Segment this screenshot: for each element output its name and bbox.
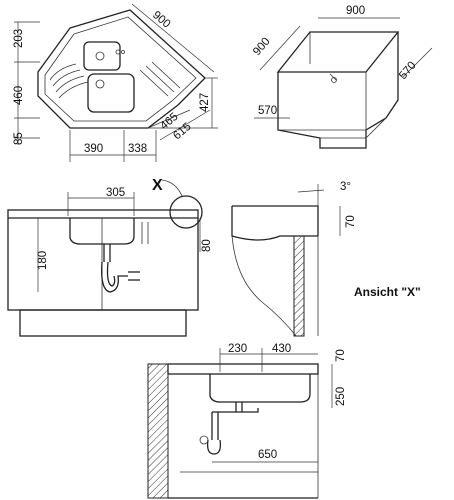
dim-front-180: 180 — [37, 251, 49, 270]
dim-side-250: 250 — [335, 387, 347, 406]
detail-marker-x: X — [152, 177, 163, 194]
dim-top-338: 338 — [128, 143, 147, 155]
dim-top-203: 203 — [13, 29, 25, 48]
dim-top-900: 900 — [150, 9, 172, 31]
dim-side-430: 430 — [272, 343, 291, 355]
detail-view-x: 3° 70 Ansicht "X" — [231, 181, 421, 337]
dim-angle-3deg: 3° — [340, 181, 351, 193]
dim-cab-900-left: 900 — [251, 36, 273, 58]
dim-cab-570-bottom: 570 — [258, 105, 277, 117]
front-view-cabinet: X 305 180 80 — [7, 177, 213, 337]
dim-top-85: 85 — [13, 132, 25, 145]
dim-front-305: 305 — [106, 187, 125, 199]
top-view-sink-plan: 203 900 460 85 427 465 615 390 338 — [13, 3, 218, 162]
dim-side-650: 650 — [258, 449, 277, 461]
dim-top-460: 460 — [13, 86, 25, 105]
dim-side-230: 230 — [228, 343, 247, 355]
detail-view-title: Ansicht "X" — [354, 285, 421, 299]
dim-top-427: 427 — [199, 93, 211, 112]
dim-front-80: 80 — [201, 239, 213, 252]
side-view-installation: 230 430 70 250 650 — [147, 343, 347, 499]
dim-cab-570-right: 570 — [397, 60, 419, 82]
dim-top-390: 390 — [84, 143, 103, 155]
cabinet-isometric-view: 900 900 570 570 — [251, 5, 433, 149]
dim-detail-70: 70 — [345, 215, 357, 228]
dim-cab-900-top: 900 — [346, 5, 365, 17]
dim-side-70: 70 — [335, 349, 347, 362]
